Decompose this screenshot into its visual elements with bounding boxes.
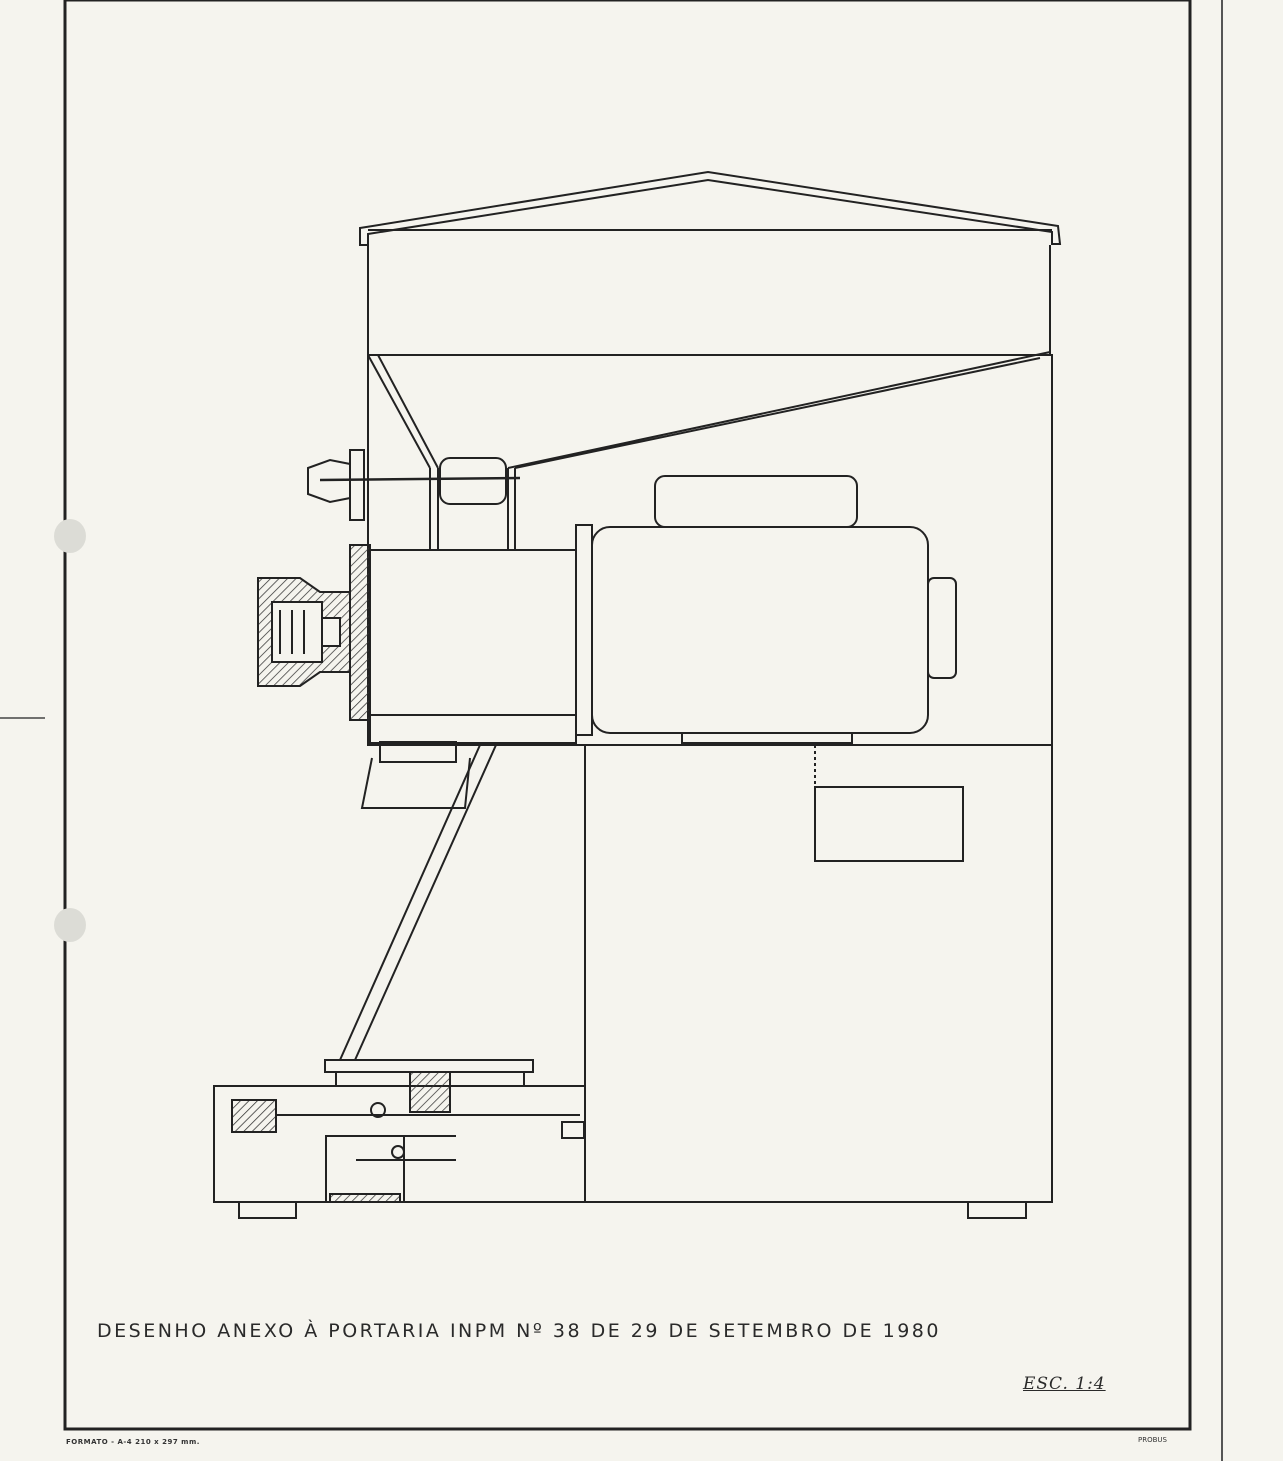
punch-hole-top: [54, 519, 86, 553]
motor-box: [654, 475, 858, 528]
tray: [324, 1059, 534, 1073]
hopper-funnel: [367, 351, 1051, 469]
feed-window: [439, 457, 507, 505]
brand-mark: PROBUS: [1138, 1436, 1167, 1444]
motor-end-cap: [927, 577, 957, 679]
grinding-chamber: [369, 549, 577, 716]
machine: [213, 170, 1062, 1219]
punch-hole-bottom: [54, 908, 86, 942]
hopper-lid: [359, 170, 1062, 246]
inner-panel: [814, 786, 964, 862]
format-note: FORMATO - A-4 210 x 297 mm.: [66, 1438, 200, 1446]
foot-right: [967, 1201, 1027, 1219]
foot-left: [238, 1201, 297, 1219]
drawing-title: DESENHO ANEXO À PORTARIA INPM Nº 38 DE 2…: [97, 1320, 941, 1342]
feed-throat: [429, 468, 516, 550]
scale-label: ESC. 1:4: [1023, 1374, 1106, 1394]
motor-flange: [575, 524, 593, 736]
motor-body: [591, 526, 929, 734]
drawing-border: [63, 0, 1192, 1431]
hopper-body: [367, 245, 1051, 356]
cabinet-lower: [584, 744, 1053, 1203]
discharge-chute: [379, 741, 457, 763]
support-column: [339, 744, 497, 1061]
